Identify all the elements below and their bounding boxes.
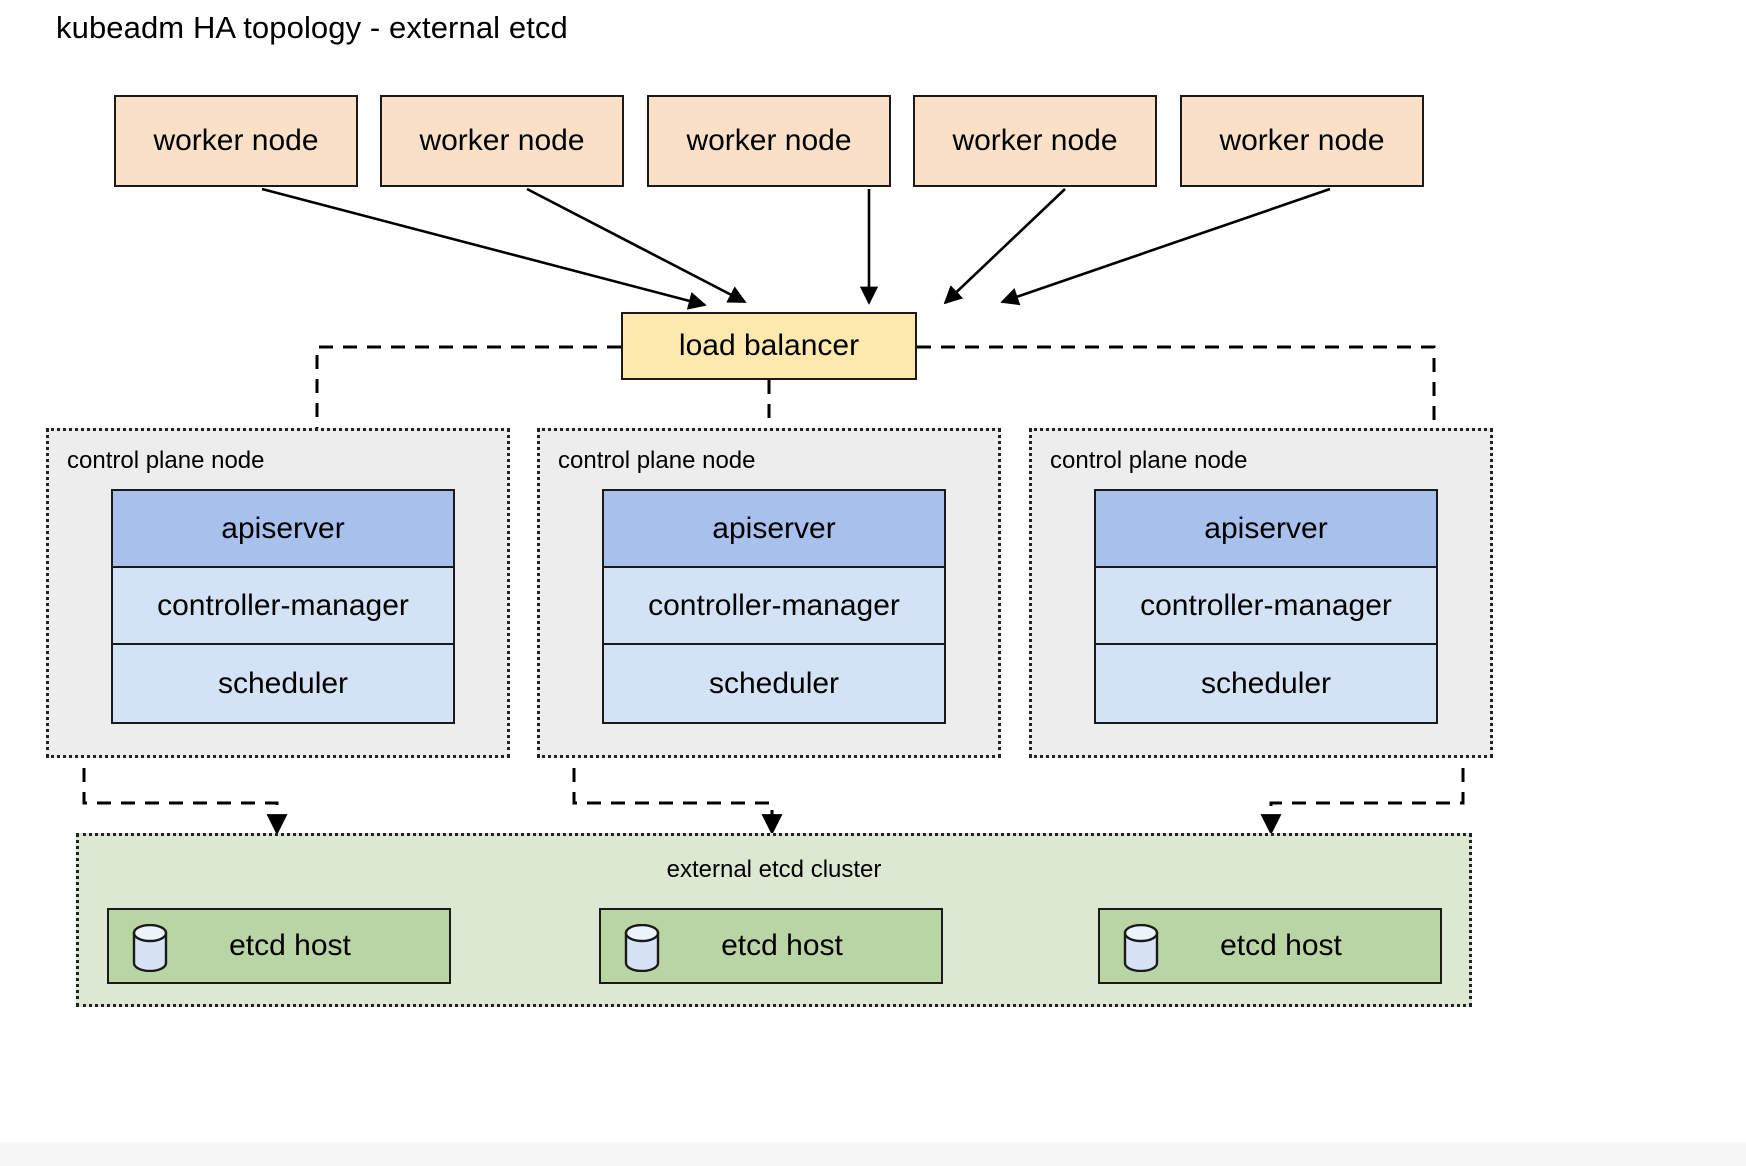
control-plane-node-label: control plane node <box>67 447 265 474</box>
database-cylinder-icon <box>132 924 168 972</box>
database-cylinder-icon <box>624 924 660 972</box>
scheduler-component[interactable]: scheduler <box>1096 645 1436 722</box>
worker-node-3[interactable]: worker node <box>647 95 891 187</box>
edge-workers-to-load-balancer <box>261 187 1331 310</box>
apiserver-component[interactable]: apiserver <box>1096 491 1436 568</box>
etcd-host-label: etcd host <box>229 929 351 962</box>
apiserver-label: apiserver <box>712 511 836 545</box>
controller-manager-component[interactable]: controller-manager <box>604 568 944 645</box>
etcd-host-label: etcd host <box>1220 929 1342 962</box>
control-plane-node-1[interactable]: control plane node apiserver controller-… <box>46 428 510 758</box>
worker-node-5[interactable]: worker node <box>1180 95 1424 187</box>
worker-node-label: worker node <box>1219 124 1385 157</box>
etcd-host-2[interactable]: etcd host <box>599 908 943 984</box>
load-balancer-node[interactable]: load balancer <box>621 312 917 380</box>
worker-node-label: worker node <box>419 124 585 157</box>
database-cylinder-icon <box>1123 924 1159 972</box>
control-plane-component-stack: apiserver controller-manager scheduler <box>111 489 455 724</box>
control-plane-component-stack: apiserver controller-manager scheduler <box>1094 489 1438 724</box>
scheduler-label: scheduler <box>1200 666 1332 700</box>
worker-node-label: worker node <box>153 124 319 157</box>
etcd-host-3[interactable]: etcd host <box>1098 908 1442 984</box>
scheduler-component[interactable]: scheduler <box>604 645 944 722</box>
external-etcd-cluster-label: external etcd cluster <box>666 856 882 883</box>
apiserver-label: apiserver <box>1204 511 1328 545</box>
worker-node-2[interactable]: worker node <box>380 95 624 187</box>
control-plane-node-3[interactable]: control plane node apiserver controller-… <box>1029 428 1493 758</box>
bottom-band <box>0 1142 1746 1166</box>
control-plane-component-stack: apiserver controller-manager scheduler <box>602 489 946 724</box>
controller-manager-component[interactable]: controller-manager <box>1096 568 1436 645</box>
controller-manager-component[interactable]: controller-manager <box>113 568 453 645</box>
etcd-host-1[interactable]: etcd host <box>107 908 451 984</box>
worker-node-label: worker node <box>686 124 852 157</box>
scheduler-label: scheduler <box>217 666 349 700</box>
controller-manager-label: controller-manager <box>1140 588 1392 622</box>
worker-node-1[interactable]: worker node <box>114 95 358 187</box>
controller-manager-label: controller-manager <box>648 588 900 622</box>
scheduler-component[interactable]: scheduler <box>113 645 453 722</box>
controller-manager-label: controller-manager <box>157 588 409 622</box>
control-plane-node-2[interactable]: control plane node apiserver controller-… <box>537 428 1001 758</box>
worker-node-label: worker node <box>952 124 1118 157</box>
control-plane-node-label: control plane node <box>558 447 756 474</box>
etcd-host-label: etcd host <box>721 929 843 962</box>
apiserver-component[interactable]: apiserver <box>604 491 944 568</box>
page-title: kubeadm HA topology - external etcd <box>56 10 568 45</box>
load-balancer-label: load balancer <box>678 329 860 362</box>
external-etcd-cluster[interactable]: external etcd cluster etcd host etcd hos… <box>76 833 1472 1007</box>
worker-node-4[interactable]: worker node <box>913 95 1157 187</box>
control-plane-node-label: control plane node <box>1050 447 1248 474</box>
apiserver-label: apiserver <box>221 511 345 545</box>
scheduler-label: scheduler <box>708 666 840 700</box>
apiserver-component[interactable]: apiserver <box>113 491 453 568</box>
